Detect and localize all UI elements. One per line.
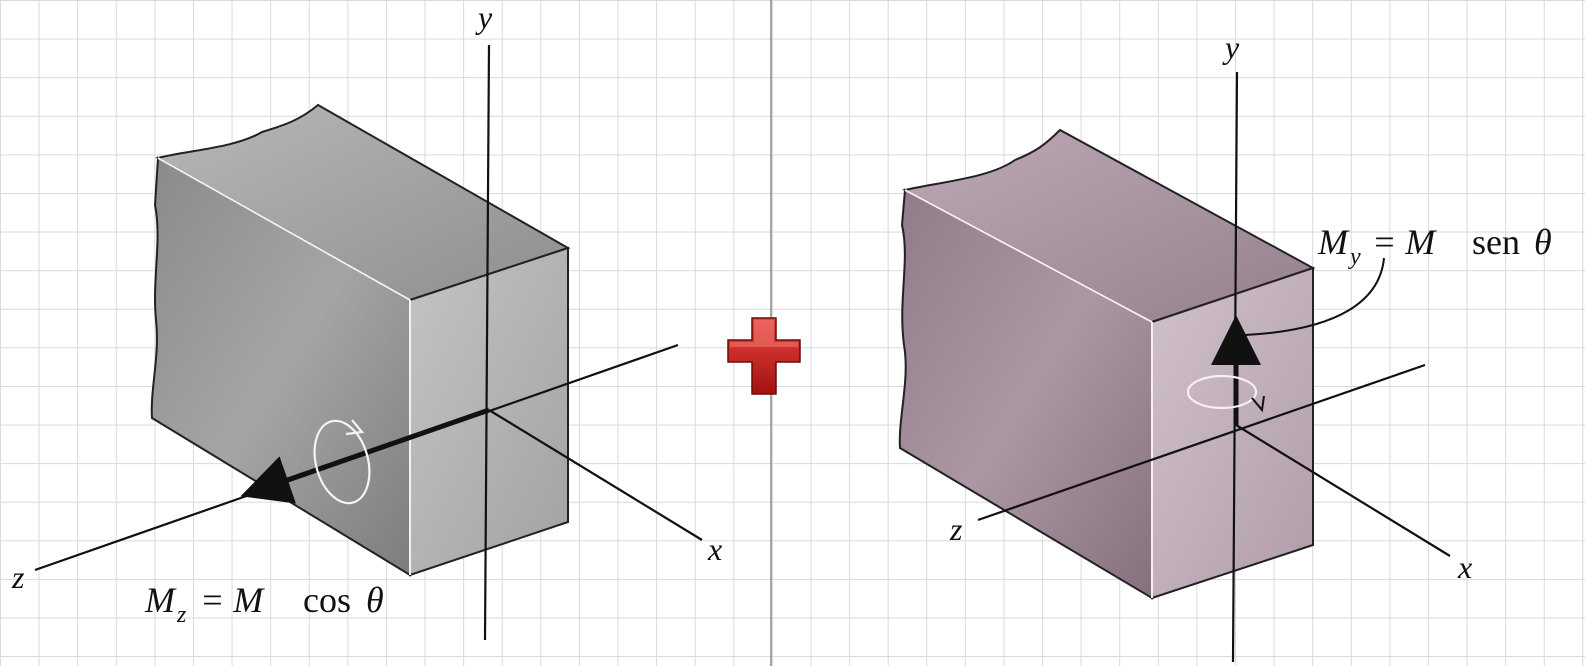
left-block-top-face: [155, 103, 571, 302]
plus-icon: [727, 317, 801, 395]
svg-text:M: M: [144, 580, 177, 620]
svg-text:sen: sen: [1472, 222, 1520, 262]
right-figure: y x z M y = M sen θ: [898, 29, 1552, 663]
left-moment-vector: [240, 407, 490, 504]
right-x-label: x: [1457, 549, 1472, 585]
svg-text:θ: θ: [1534, 222, 1552, 262]
svg-text:y: y: [1348, 244, 1361, 270]
left-x-label: x: [707, 531, 722, 567]
right-x-axis: [1235, 424, 1451, 557]
svg-text:cos: cos: [303, 580, 351, 620]
left-y-label: y: [475, 0, 493, 35]
right-rotation-icon: [1186, 374, 1265, 413]
left-x-axis: [488, 409, 703, 541]
right-z-label: z: [949, 511, 963, 547]
right-y-label: y: [1222, 29, 1240, 65]
svg-text:= M: = M: [1372, 222, 1437, 262]
svg-text:z: z: [176, 602, 187, 628]
left-y-axis: [483, 44, 491, 641]
left-moment-equation: M z = M cos θ: [144, 580, 384, 628]
left-figure: y x z M z = M cos θ: [11, 0, 722, 641]
right-block-top-face: [902, 128, 1316, 324]
right-block-front-face: [1151, 266, 1314, 600]
svg-text:θ: θ: [366, 580, 384, 620]
right-block-side-face: [898, 188, 1153, 600]
left-rotation-icon: [313, 419, 371, 505]
right-z-axis: [977, 363, 1426, 522]
left-block-side-face: [150, 156, 411, 577]
left-z-label: z: [11, 559, 25, 595]
right-moment-equation: M y = M sen θ: [1317, 222, 1552, 270]
right-equation-leader: [1244, 257, 1385, 336]
svg-text:= M: = M: [200, 580, 265, 620]
svg-text:M: M: [1317, 222, 1350, 262]
